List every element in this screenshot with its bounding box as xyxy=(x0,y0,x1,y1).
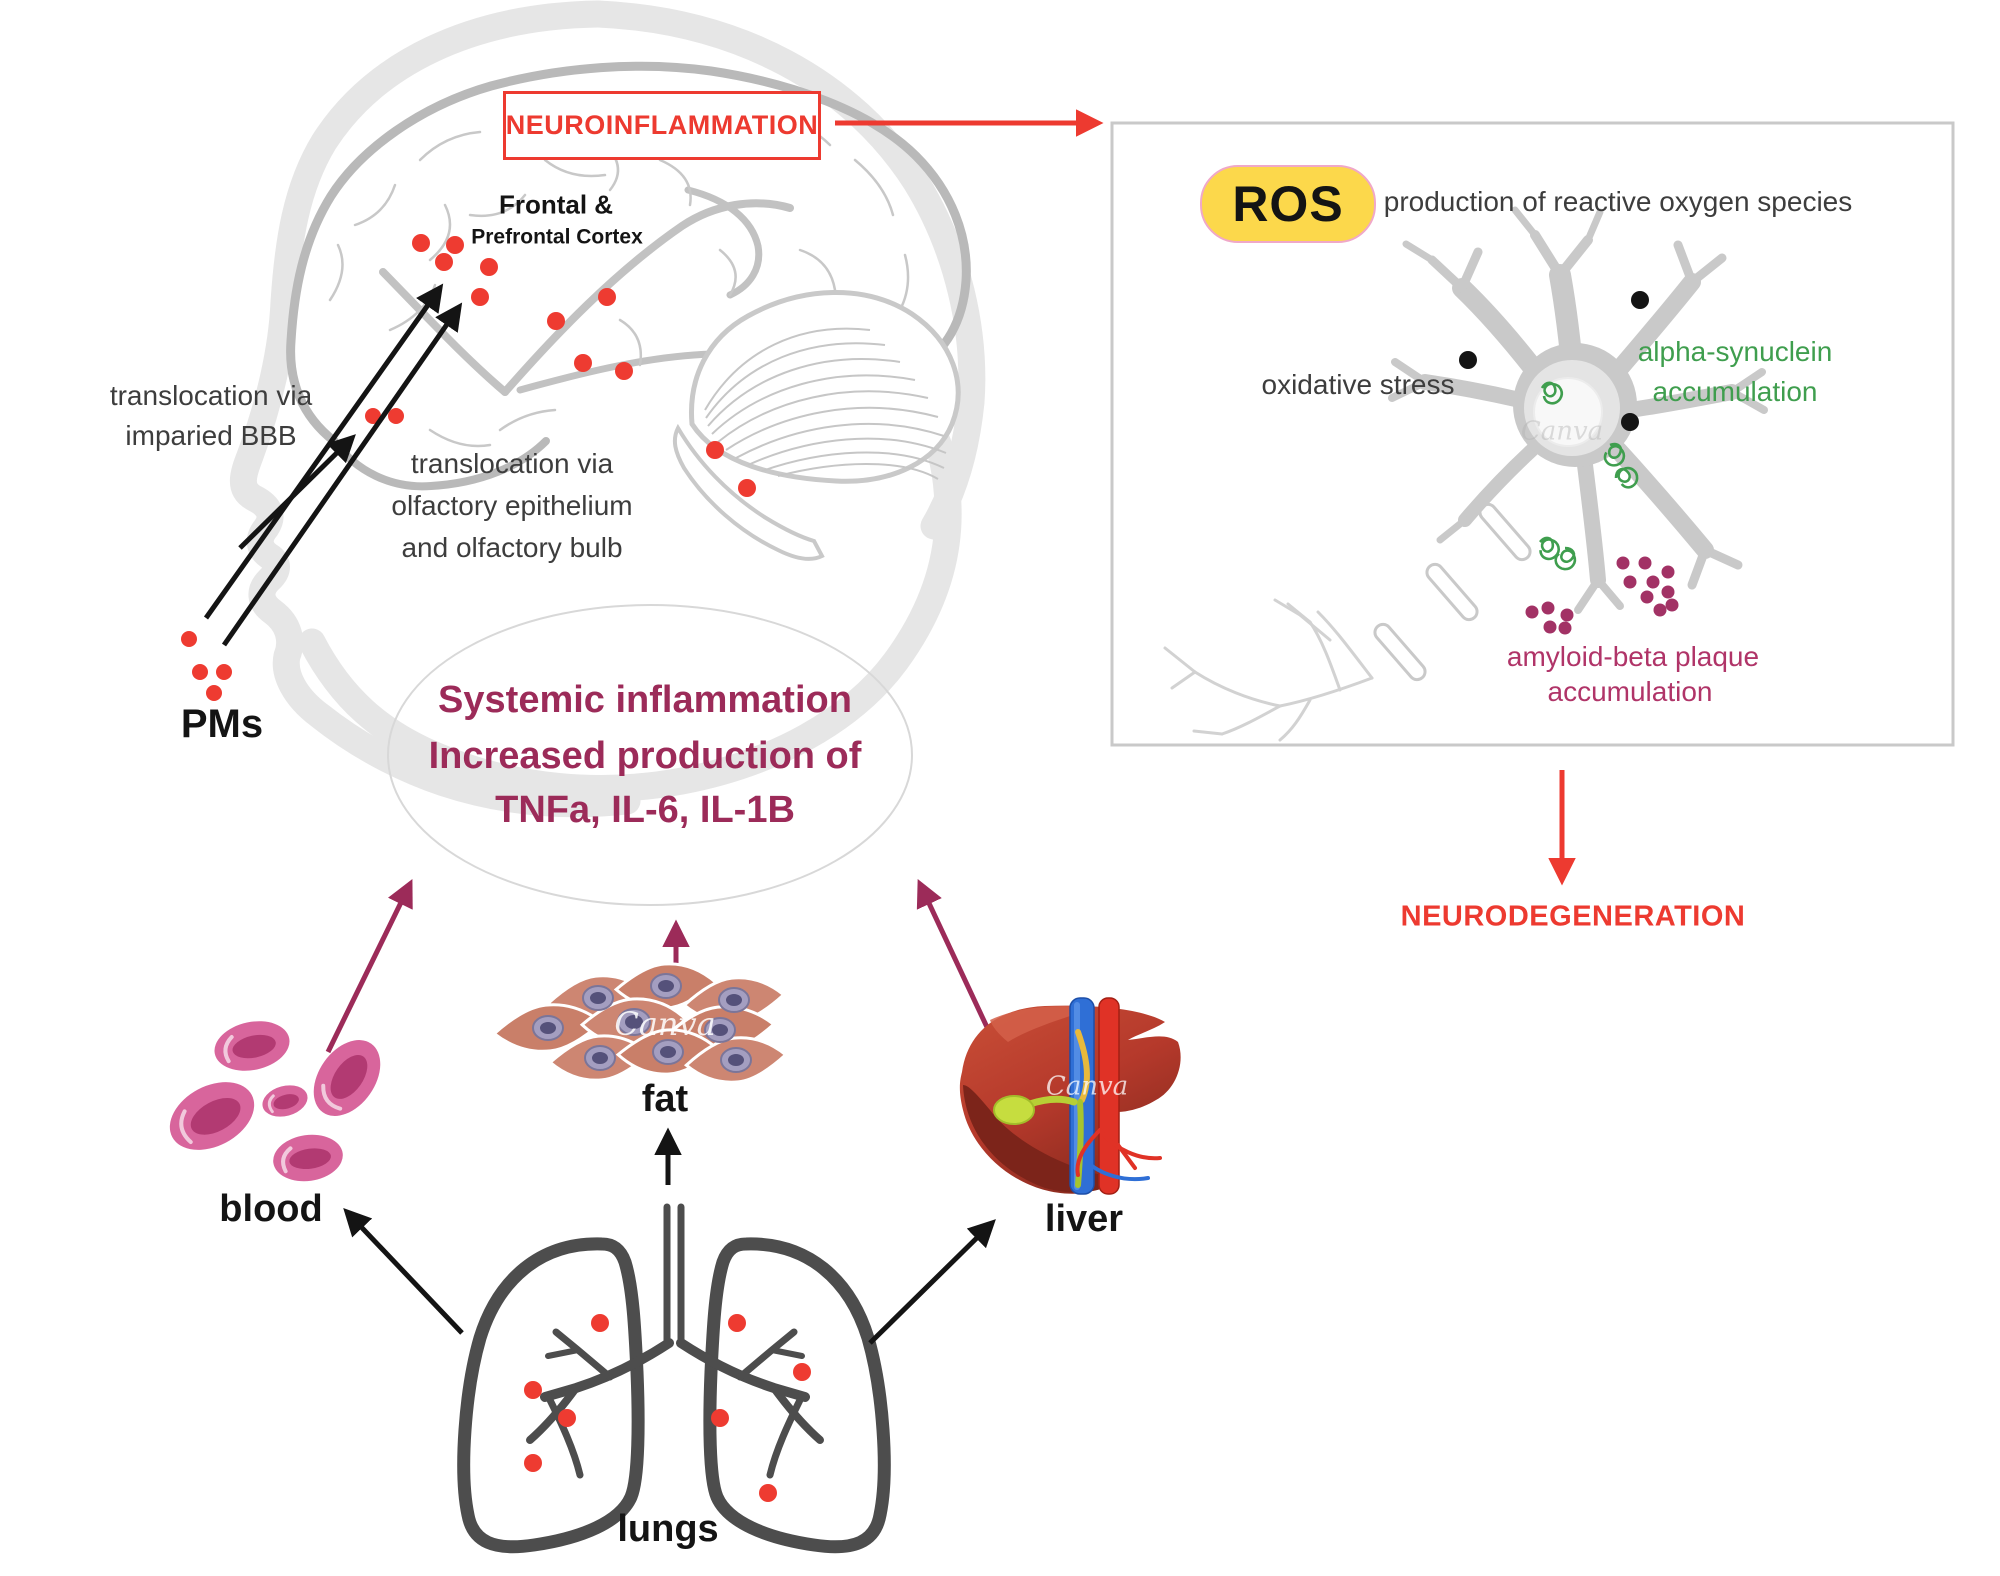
liver-small-vessels xyxy=(1075,1128,1162,1182)
arrow-pm-to-brain-2 xyxy=(221,302,463,647)
systemic-line1: Systemic inflammation xyxy=(438,679,852,722)
axon-myelin xyxy=(1373,502,1532,682)
route-olfactory-line1: translocation via xyxy=(410,448,614,480)
ros-badge-label: ROS xyxy=(1232,176,1344,232)
route-bbb-line2: imparied BBB xyxy=(125,420,297,452)
arrow-pm-to-brain-1 xyxy=(203,283,444,620)
neuron-illustration xyxy=(1163,206,1768,742)
route-bbb-line1: translocation via xyxy=(109,380,313,412)
alpha-synuclein-label-line2: accumulation xyxy=(1652,376,1818,408)
route-olfactory-line2: olfactory epithelium xyxy=(391,490,633,522)
arrow-olfactory-route xyxy=(238,434,356,550)
arrow-lungs-to-liver xyxy=(868,1219,996,1345)
lungs-illustration xyxy=(457,1203,891,1554)
translocation-arrows xyxy=(203,283,463,647)
lung-distribution-arrows xyxy=(343,1127,996,1345)
pm-dots-source xyxy=(181,631,232,701)
route-olfactory-line3: and olfactory bulb xyxy=(401,532,623,564)
systemic-line2: Increased production of xyxy=(428,735,862,778)
amyloid-plaque-dots xyxy=(1525,556,1679,635)
cerebellum xyxy=(689,290,961,484)
systemic-line3: TNFa, IL-6, IL-1B xyxy=(495,789,795,832)
neuroinflammation-label: NEUROINFLAMMATION xyxy=(505,110,819,140)
pm-label: PMs xyxy=(180,702,264,746)
oxidative-stress-label: oxidative stress xyxy=(1261,369,1455,401)
pm-dots-lungs xyxy=(524,1314,811,1502)
bile-duct xyxy=(1075,1029,1090,1103)
fat-watermark: Canva xyxy=(614,1004,716,1043)
arrow-blood-to-systemic xyxy=(325,879,413,1054)
amyloid-label-line1: amyloid-beta plaque xyxy=(1506,641,1760,673)
liver-illustration xyxy=(959,997,1181,1195)
liver-label: liver xyxy=(1044,1198,1124,1241)
oxidative-stress-dots xyxy=(1459,291,1649,431)
neuron-watermark: Canva xyxy=(1520,416,1604,447)
alpha-synuclein-label-line1: alpha-synuclein xyxy=(1637,336,1833,368)
amyloid-label-line2: accumulation xyxy=(1547,676,1713,708)
neuroinflammation-box: NEUROINFLAMMATION xyxy=(503,91,821,160)
lungs-label: lungs xyxy=(617,1508,719,1551)
blood-label: blood xyxy=(219,1188,323,1231)
neurodegeneration-label: NEURODEGENERATION xyxy=(1400,900,1746,933)
fat-label: fat xyxy=(641,1078,689,1121)
fat-tissue-illustration xyxy=(491,962,789,1084)
gallbladder xyxy=(993,1095,1035,1125)
liver-watermark: Canva xyxy=(1045,1071,1129,1102)
arrow-lungs-to-blood xyxy=(343,1208,464,1335)
brain-region-label-line2: Prefrontal Cortex xyxy=(471,225,643,249)
ros-description: production of reactive oxygen species xyxy=(1383,186,1853,218)
bronchial-tree xyxy=(526,1328,824,1479)
fat-cell-nuclei xyxy=(532,973,752,1073)
ros-badge: ROS xyxy=(1200,165,1376,243)
blood-cells-illustration xyxy=(169,1021,381,1182)
pm-dots-brain xyxy=(365,234,756,497)
brain-region-label-line1: Frontal & xyxy=(498,189,614,220)
brainstem xyxy=(672,423,825,561)
neck-shoulder-curve xyxy=(298,413,962,802)
axon-terminal xyxy=(1163,598,1374,742)
systemic-inflammation-ellipse xyxy=(387,604,913,906)
